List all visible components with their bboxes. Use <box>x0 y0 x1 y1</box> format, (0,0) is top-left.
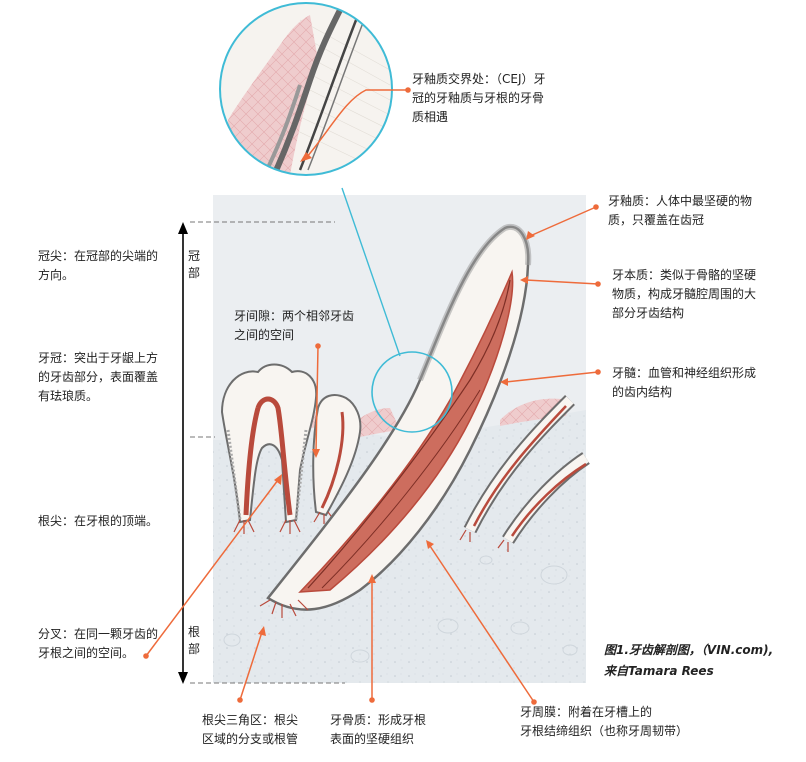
apical-delta-label: 根尖三角区：根尖 区域的分支或根管 <box>202 711 298 749</box>
dentin-label: 牙本质：类似于骨骼的坚硬 物质，构成牙髓腔周围的大 部分牙齿结构 <box>612 266 756 323</box>
figure-caption: 图1.牙齿解剖图，（VIN.com), 来自Tamara Rees <box>604 640 773 682</box>
periodontal-ligament-label: 牙周膜：附着在牙槽上的 牙根结缔组织（也称牙周韧带） <box>520 703 688 741</box>
height-arrow <box>178 222 188 684</box>
apex-label: 根尖：在牙根的顶端。 <box>38 512 158 531</box>
crown-label: 牙冠：突出于牙龈上方 的牙齿部分，表面覆盖 有珐琅质。 <box>38 349 158 406</box>
cej-label: 牙釉质交界处：（CEJ）牙 冠的牙釉质与牙根的牙骨 质相遇 <box>412 70 546 127</box>
cementum-label: 牙骨质：形成牙根 表面的坚硬组织 <box>330 711 426 749</box>
cusp-label: 冠尖：在冠部的尖端的 方向。 <box>38 247 158 285</box>
pulp-label: 牙髓：血管和神经组织形成 的齿内结构 <box>612 364 756 402</box>
furcation-label: 分叉：在同一颗牙齿的 牙根之间的空间。 <box>38 625 158 663</box>
enamel-label: 牙釉质：人体中最坚硬的物 质，只覆盖在齿冠 <box>608 192 752 230</box>
root-section-label: 根 部 <box>187 624 201 658</box>
crown-section-label: 冠 部 <box>187 248 201 282</box>
interdental-space-label: 牙间隙：两个相邻牙齿 之间的空间 <box>234 307 354 345</box>
